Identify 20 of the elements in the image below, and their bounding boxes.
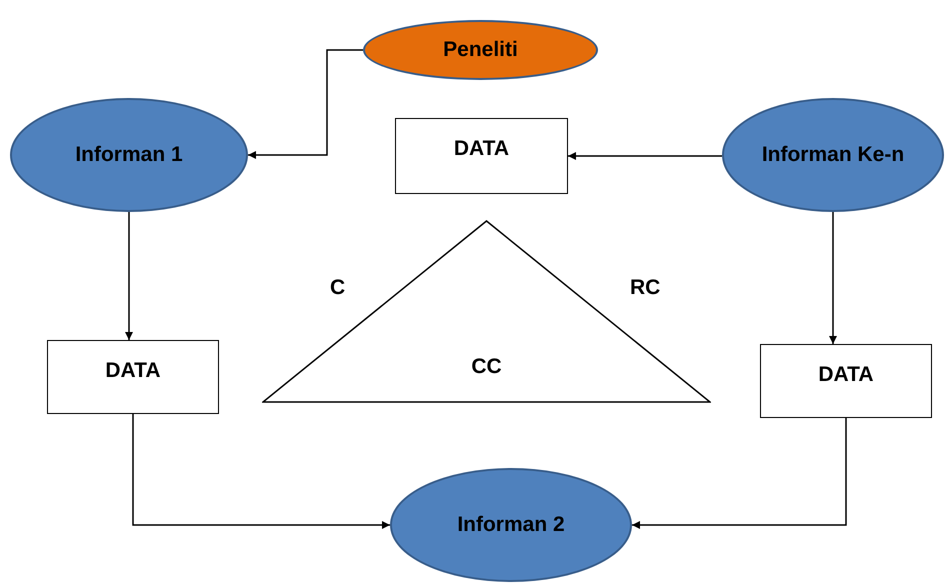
node-label: Peneliti [443,37,518,63]
side-label: RC [630,275,660,301]
arrow [632,418,847,529]
triangle-shape [262,220,711,403]
process-box [47,340,219,414]
node-label: CC [471,354,502,380]
arrow [829,212,837,344]
process-box [760,344,932,418]
node-label: Informan 1 [75,142,183,168]
node-label: Informan 2 [457,512,565,538]
arrow [132,414,390,529]
arrow [125,212,133,340]
side-label: C [330,275,346,301]
arrow [568,152,722,160]
node-label: DATA [105,358,161,384]
process-box [395,118,568,194]
node-label: Informan Ke-n [762,142,904,168]
node-label: DATA [454,136,510,162]
node-label: DATA [818,362,874,388]
arrow [248,49,363,159]
